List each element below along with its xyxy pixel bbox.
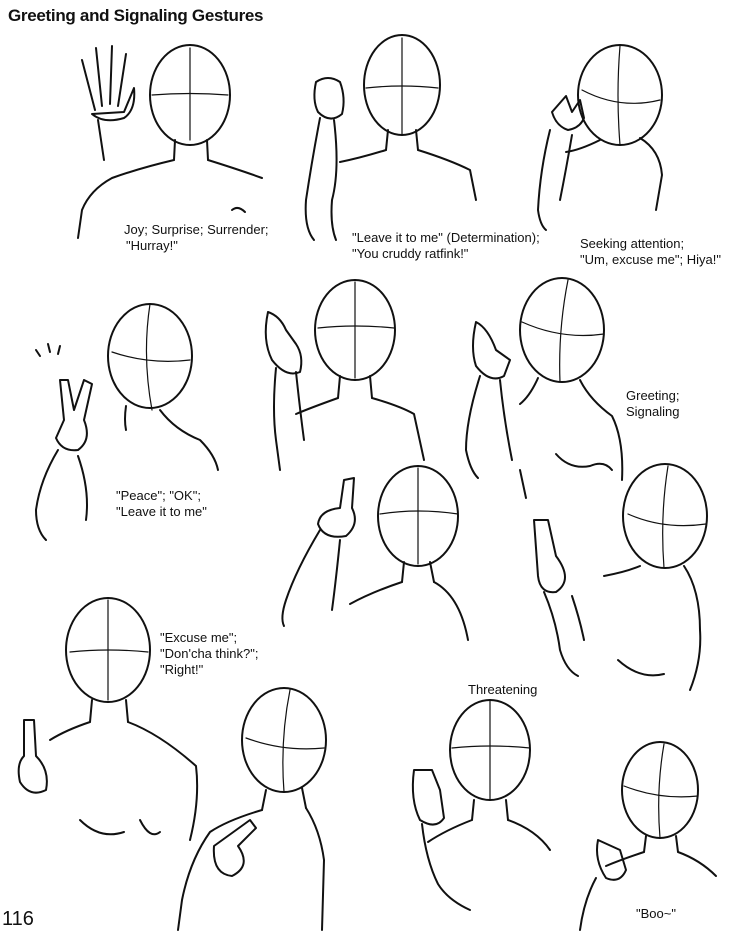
figure-threatening (411, 699, 551, 911)
caption-leave-it-line-1: "Leave it to me" (Determination); (352, 230, 540, 245)
caption-greeting: Greeting; Signaling (626, 388, 680, 420)
caption-seeking-line-1: Seeking attention; (580, 236, 685, 251)
caption-peace: "Peace"; "OK"; "Leave it to me" (116, 488, 207, 520)
figure-peace-sign (35, 303, 219, 541)
caption-threatening-line-1: Threatening (468, 682, 538, 697)
caption-peace-line-2: "Leave it to me" (116, 504, 207, 519)
caption-boo: "Boo~" (636, 906, 676, 922)
page-title: Greeting and Signaling Gestures (8, 6, 264, 25)
caption-excuse-line-3: "Right!" (160, 662, 204, 677)
caption-joy: Joy; Surprise; Surrender; "Hurray!" (124, 222, 269, 254)
caption-excuse-line-2: "Don'cha think?"; (160, 646, 259, 661)
caption-greeting-line-1: Greeting; (626, 388, 680, 403)
figure-excuse-me (17, 597, 199, 841)
figure-seeking-attention (537, 44, 663, 231)
caption-leave-it: "Leave it to me" (Determination); "You c… (352, 230, 540, 262)
caption-excuse-line-1: "Excuse me"; (160, 630, 238, 645)
page-number: 116 (2, 908, 34, 930)
figure-greeting-open-palm (264, 279, 425, 471)
caption-leave-it-line-2: "You cruddy ratfink!" (352, 246, 469, 261)
caption-joy-line-1: Joy; Surprise; Surrender; (124, 222, 269, 237)
caption-greeting-line-2: Signaling (626, 404, 680, 419)
caption-threatening: Threatening (468, 682, 537, 698)
caption-peace-line-1: "Peace"; "OK"; (116, 488, 201, 503)
caption-boo-line-1: "Boo~" (636, 906, 676, 921)
caption-seeking-attention: Seeking attention; "Um, excuse me"; Hiya… (580, 236, 721, 268)
figure-pointing-finger (533, 463, 708, 691)
figure-joy-raised-hand (77, 44, 263, 239)
figure-pointing-up (281, 465, 469, 641)
figure-greeting-signaling (465, 277, 624, 499)
figure-determination-fist (304, 34, 477, 241)
figure-pointing-at-self (177, 687, 327, 931)
caption-joy-line-2: "Hurray!" (126, 238, 178, 253)
figure-boo (579, 741, 717, 931)
caption-excuse-me: "Excuse me"; "Don'cha think?"; "Right!" (160, 630, 258, 678)
caption-seeking-line-2: "Um, excuse me"; Hiya!" (580, 252, 721, 267)
